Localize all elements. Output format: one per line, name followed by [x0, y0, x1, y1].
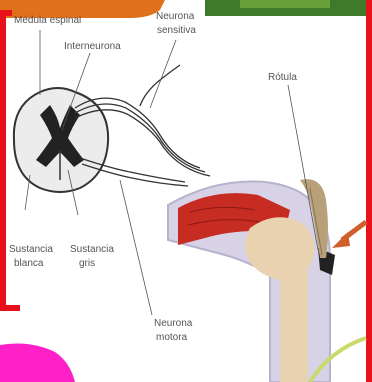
label-sustancia-blanca-1: Sustancia — [9, 243, 53, 257]
label-medula-espinal: Médula espinal — [14, 14, 81, 28]
spinal-cord-cross-section — [14, 88, 108, 192]
label-rotula: Rótula — [268, 71, 297, 85]
arrow-icon — [332, 222, 366, 248]
label-neurona-motora-1: Neurona — [154, 317, 192, 331]
label-sustancia-gris-2: gris — [79, 257, 95, 271]
right-frame-bar — [366, 0, 372, 382]
left-frame-bar — [0, 14, 6, 310]
label-sustancia-gris-1: Sustancia — [70, 243, 114, 257]
label-neurona-sensitiva-1: Neurona — [156, 10, 194, 24]
label-neurona-motora-2: motora — [156, 331, 187, 345]
label-sustancia-blanca-2: blanca — [14, 257, 43, 271]
frame-bottom-bar — [0, 305, 20, 311]
label-neurona-sensitiva-2: sensitiva — [157, 24, 196, 38]
tibia-bone — [280, 270, 308, 382]
magenta-blob — [0, 344, 75, 382]
label-interneurona: Interneurona — [64, 40, 121, 54]
corner-photo-band — [240, 0, 330, 8]
knee-joint — [168, 181, 335, 382]
